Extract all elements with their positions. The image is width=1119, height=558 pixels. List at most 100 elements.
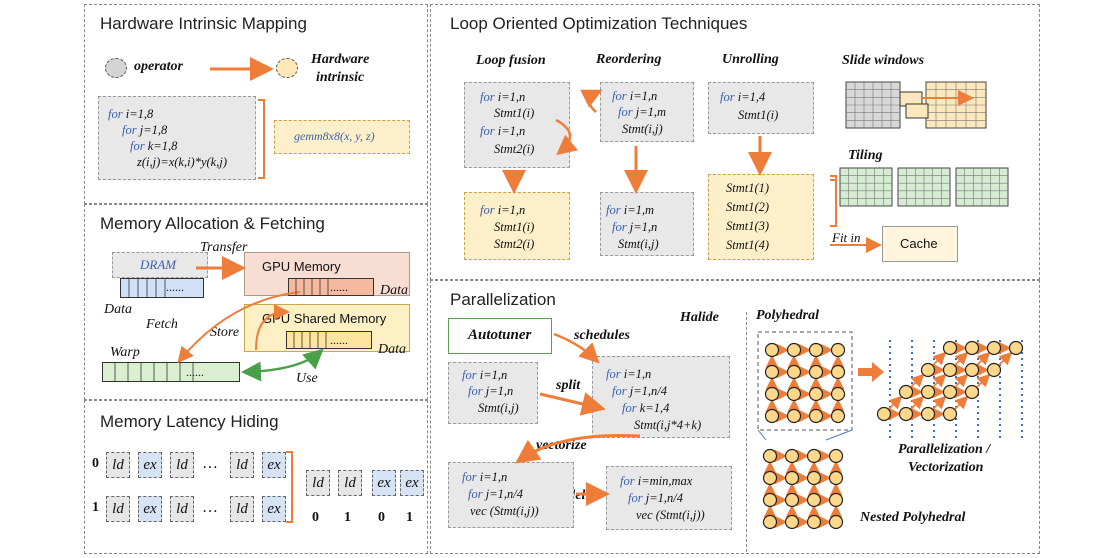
nested-node-3-2	[806, 514, 822, 530]
gpu-memory-label: GPU Memory	[262, 259, 341, 274]
gpu-shared-label: GPU Shared Memory	[262, 311, 387, 326]
lat-right-ld-1: ld	[338, 470, 362, 496]
fusion-before-line-0: for i=1,n	[480, 90, 526, 104]
halide4-line-1: for j=1,n/4	[628, 491, 683, 505]
gemm-label: gemm8x8(x, y, z)	[294, 129, 375, 143]
warp-label: Warp	[110, 345, 140, 360]
fitin-label: Fit in	[832, 230, 861, 245]
tiling-bracket	[830, 175, 837, 227]
nested-link-left	[757, 429, 767, 441]
unroll-after-line-2: Stmt1(3)	[726, 219, 770, 233]
skew-transform-arrow	[858, 362, 884, 382]
fusion-before-line-2: for i=1,n	[480, 124, 526, 138]
lat-index-2: 0	[378, 510, 385, 525]
fusion-before-line-3: Stmt2(i)	[494, 142, 535, 156]
hardware-label-1: Hardware	[311, 52, 370, 67]
shared-data-label: Data	[378, 342, 406, 357]
panel-title-loop: Loop Oriented Optimization Techniques	[450, 14, 748, 33]
slide-window-2	[905, 103, 929, 119]
unrolling-label: Unrolling	[722, 52, 779, 67]
halide3-line-2: vec (Stmt(i,j))	[470, 504, 539, 518]
reorder-before-line-0: for i=1,n	[612, 89, 658, 103]
lat-r1-ex-1: ex	[138, 496, 162, 522]
lat-r1-ellipsis: …	[202, 499, 218, 516]
nested-node-3-0	[762, 514, 778, 530]
skew-node-0-0	[876, 406, 892, 422]
poly-node-3-1	[786, 408, 802, 424]
lat-right-ld-0: ld	[306, 470, 330, 496]
nested-node-2-1	[784, 492, 800, 508]
warp-array	[102, 362, 240, 382]
skew-d-arrow-2-0	[932, 351, 947, 366]
halide-code-2	[592, 356, 730, 438]
poly-node-0-1	[786, 342, 802, 358]
nested-link-right	[825, 429, 853, 441]
dram-data-array	[120, 278, 204, 298]
skew-node-3-1	[964, 340, 980, 356]
skew-node-1-2	[942, 384, 958, 400]
cache-box	[882, 226, 958, 262]
hardware-label-2: intrinsic	[316, 70, 365, 85]
skew-node-0-1	[898, 406, 914, 422]
poly-node-0-3	[830, 342, 846, 358]
halide3-line-1: for j=1,n/4	[468, 487, 523, 501]
hardware-ellipse	[276, 58, 298, 78]
dram-data-dots: ......	[166, 280, 184, 294]
panel-parallelization	[430, 280, 1040, 554]
schedules-arrow	[553, 332, 600, 364]
halide-label: Halide	[680, 310, 719, 325]
fusion-after-line-0: for i=1,n	[480, 203, 526, 217]
halide1-line-1: for j=1,n	[468, 384, 514, 398]
poly-node-1-1	[786, 364, 802, 380]
poly-node-2-1	[786, 386, 802, 402]
panel-loop-optimization	[430, 4, 1040, 280]
skew-d-arrow-2-1	[954, 351, 969, 366]
halide2-line-2: for k=1,4	[622, 401, 670, 415]
hw-bracket	[258, 99, 265, 179]
nested-node-3-3	[828, 514, 844, 530]
skew-d-arrow-2-3	[998, 351, 1013, 366]
nested-node-1-1	[784, 470, 800, 486]
lat-r0-ex-2: ex	[262, 452, 286, 478]
nested-node-1-2	[806, 470, 822, 486]
nested-node-1-0	[762, 470, 778, 486]
unroll-after-line-3: Stmt1(4)	[726, 238, 770, 252]
lat-r1-ld-3: ld	[230, 496, 254, 522]
reorder-swap-arrow	[580, 89, 603, 113]
gpu-data-label: Data	[380, 283, 408, 298]
skew-node-2-2	[964, 362, 980, 378]
unroll-after-line-0: Stmt1(1)	[726, 181, 770, 195]
nested-node-0-0	[762, 448, 778, 464]
polyhedral-frame	[757, 331, 853, 431]
skew-node-0-3	[942, 406, 958, 422]
panel-memory-allocation	[84, 204, 428, 400]
polyhedral-divider	[746, 312, 747, 552]
skew-node-1-0	[898, 384, 914, 400]
operator-ellipse	[105, 58, 127, 78]
nested-node-0-1	[784, 448, 800, 464]
skew-node-1-1	[920, 384, 936, 400]
nested-node-2-3	[828, 492, 844, 508]
nested-node-1-3	[828, 470, 844, 486]
reorder-before-box	[600, 82, 694, 142]
halide4-line-0: for i=min,max	[620, 474, 693, 488]
poly-node-2-2	[808, 386, 824, 402]
halide2-line-0: for i=1,n	[606, 367, 652, 381]
gpu-data-dots: ......	[330, 280, 348, 294]
halide-code-4	[606, 466, 732, 530]
skew-d-arrow-1-1	[932, 373, 947, 388]
lat-r1-ld-1: ld	[106, 496, 130, 522]
skew-d-arrow-1-3	[976, 373, 991, 388]
skew-node-3-0	[942, 340, 958, 356]
skew-node-3-3	[1008, 340, 1024, 356]
transfer-label: Transfer	[200, 240, 248, 255]
autotuner-box	[448, 318, 552, 354]
vectorize-arrow	[515, 434, 641, 464]
store-label: Store	[210, 325, 240, 340]
nested-polyhedral-label: Nested Polyhedral	[860, 510, 966, 525]
skew-d-arrow-2-2	[976, 351, 991, 366]
reorder-after-line-1: for j=1,n	[612, 220, 658, 234]
hw-code-line-2: for k=1,8	[130, 139, 178, 153]
halide-code-1	[448, 362, 538, 424]
nested-node-3-1	[784, 514, 800, 530]
